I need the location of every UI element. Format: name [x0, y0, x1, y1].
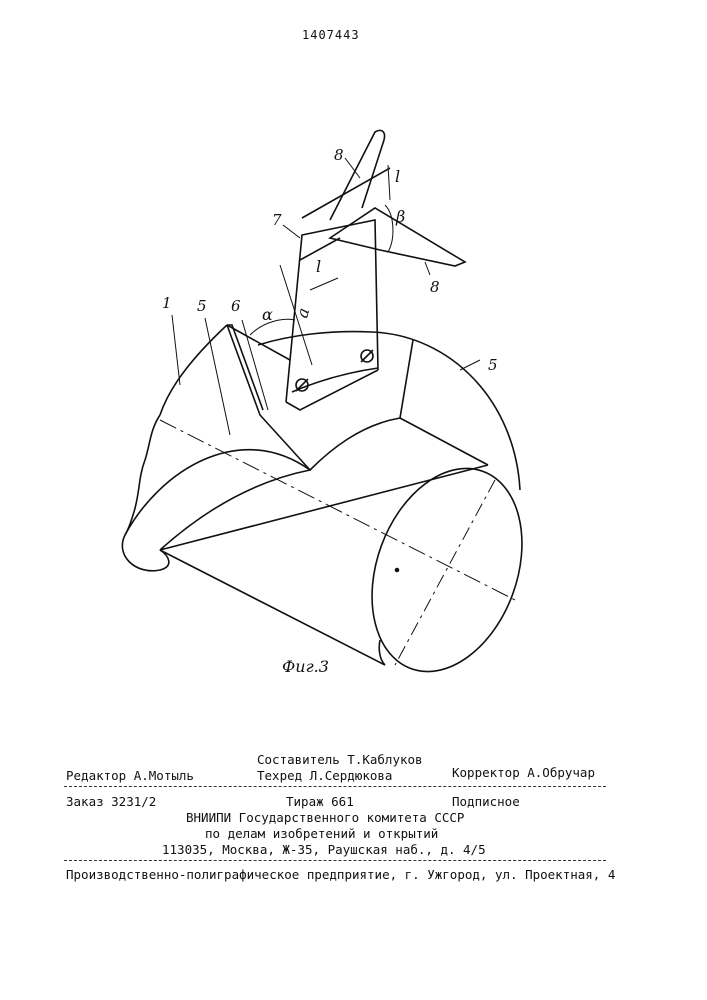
callout-6: 6 — [231, 297, 241, 315]
callout-8-top: 8 — [334, 146, 344, 164]
imprint-org-line3: 113035, Москва, Ж-35, Раушская наб., д. … — [162, 842, 486, 857]
symbol-beta: β — [395, 207, 405, 226]
center-dot — [396, 569, 399, 572]
imprint-subscription: Подписное — [452, 794, 520, 809]
symbol-a: a — [292, 306, 313, 320]
figure-caption: Фиг.3 — [282, 657, 329, 676]
imprint-compiler: Составитель Т.Каблуков — [257, 752, 423, 767]
divider-bottom — [64, 860, 606, 861]
divider-top — [64, 786, 606, 787]
body-lower-left — [160, 550, 385, 665]
imprint-org-line2: по делам изобретений и открытий — [205, 826, 438, 841]
imprint-org-line1: ВНИИПИ Государственного комитета СССР — [186, 810, 464, 825]
imprint-order: Заказ 3231/2 — [66, 794, 156, 809]
end-ellipse — [345, 447, 548, 692]
surface-top — [125, 418, 488, 535]
fin-top-line — [302, 168, 390, 218]
leader-5-right — [460, 360, 480, 370]
imprint-corrector: Корректор А.Обручар — [452, 765, 595, 780]
symbol-l-upper: l — [395, 167, 400, 186]
lip — [122, 535, 168, 571]
imprint-printer: Производственно-полиграфическое предприя… — [66, 867, 615, 882]
callout-5-right: 5 — [488, 356, 498, 374]
body-lower-bottom — [379, 640, 385, 665]
callout-1: 1 — [162, 294, 172, 312]
callout-8-right: 8 — [430, 278, 440, 296]
hood-seam — [400, 340, 413, 418]
leader-7 — [283, 225, 300, 238]
imprint-techred: Техред Л.Сердюкова — [257, 768, 392, 783]
symbol-alpha: α — [262, 305, 273, 324]
body-left-edge — [125, 415, 160, 535]
callout-7: 7 — [272, 211, 282, 229]
axis-end — [395, 480, 495, 665]
patent-figure-3: 1 5 6 7 5 8 8 α a l l β Фиг.3 — [0, 0, 707, 720]
body-top-edge — [160, 325, 227, 415]
leader-5 — [205, 318, 230, 435]
dim-l-upper — [388, 165, 390, 200]
surface-inner — [160, 470, 310, 550]
leader-1 — [172, 315, 180, 385]
saddle-line — [227, 325, 290, 360]
imprint-editor: Редактор А.Мотыль — [66, 768, 194, 783]
imprint-circulation: Тираж 661 — [286, 794, 354, 809]
leader-8-right — [425, 262, 430, 275]
dim-l-lower — [310, 278, 338, 290]
dim-beta — [385, 205, 393, 252]
callout-5-left: 5 — [197, 297, 207, 315]
symbol-l-lower: l — [316, 257, 321, 276]
body-lower-top — [160, 465, 488, 550]
